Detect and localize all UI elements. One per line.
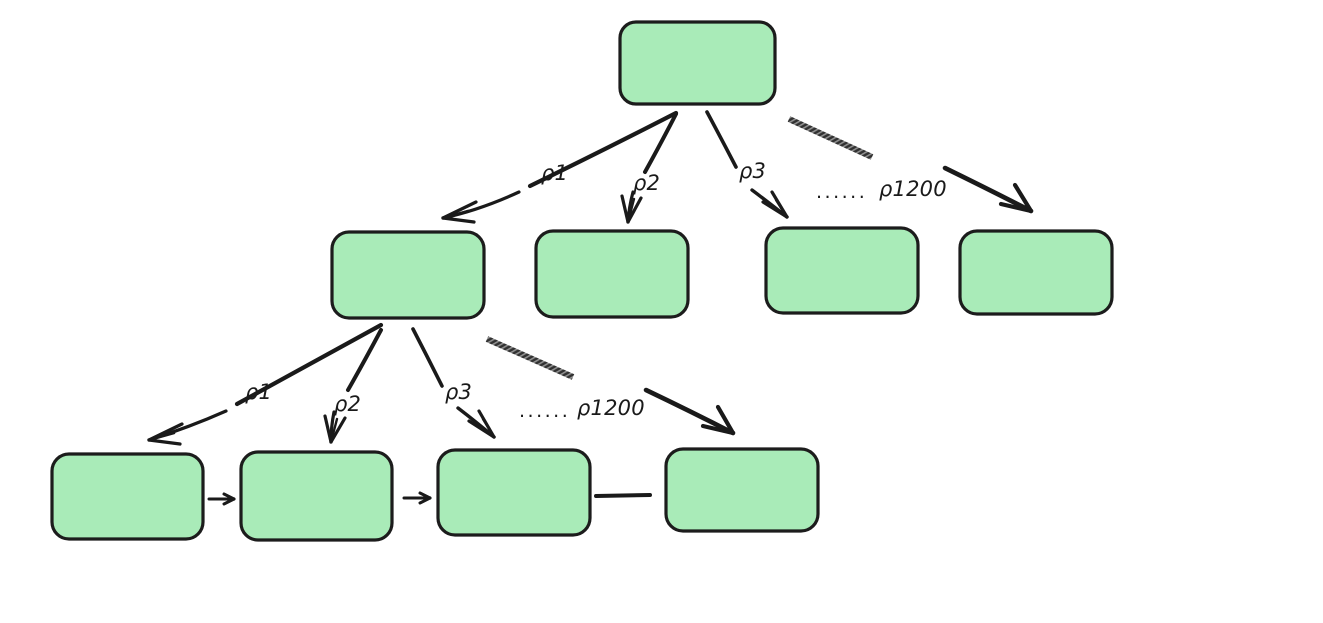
connector-2-3 xyxy=(402,491,432,505)
edge-rho3-level1 xyxy=(705,110,789,219)
edge-rho2-level2 xyxy=(323,328,383,444)
edge-label-rho3-level1: ρ3 xyxy=(739,159,766,183)
level2-node-2[interactable] xyxy=(534,229,690,319)
root-node[interactable] xyxy=(618,20,777,106)
edge-label-rho1200-level1: ρ1200 xyxy=(879,177,947,201)
edge-rho3-level2 xyxy=(411,327,496,439)
edge-rho2-level1 xyxy=(620,112,678,224)
level3-node-2[interactable] xyxy=(239,450,394,542)
level2-node-3[interactable] xyxy=(764,226,920,315)
level3-node-4[interactable] xyxy=(664,447,820,533)
edge-label-rho3-level2: ρ3 xyxy=(445,380,472,404)
level2-node-4[interactable] xyxy=(958,229,1114,316)
edge-label-ellipsis-level1: ...... xyxy=(816,181,867,203)
level2-node-1[interactable] xyxy=(330,230,486,320)
level3-node-1[interactable] xyxy=(50,452,205,541)
edge-hatched-level1 xyxy=(787,116,874,160)
edge-label-rho2-level2: ρ2 xyxy=(334,392,361,416)
edge-label-rho1-level2: ρ1 xyxy=(245,380,272,404)
edge-rho1200-level2 xyxy=(643,387,736,436)
edge-label-rho1-level1: ρ1 xyxy=(541,161,568,185)
edge-hatched-level2 xyxy=(485,336,575,380)
connector-1-2 xyxy=(207,492,236,506)
level3-node-3[interactable] xyxy=(436,448,592,537)
edge-rho1-level1 xyxy=(441,110,679,224)
edge-rho1-level2 xyxy=(147,322,384,446)
connector-3-4 xyxy=(594,493,652,498)
edge-rho1200-level1 xyxy=(942,165,1034,214)
edge-label-rho2-level1: ρ2 xyxy=(633,171,660,195)
edge-label-rho1200-level2: ρ1200 xyxy=(577,396,645,420)
edge-label-ellipsis-level2: ...... xyxy=(519,400,570,422)
